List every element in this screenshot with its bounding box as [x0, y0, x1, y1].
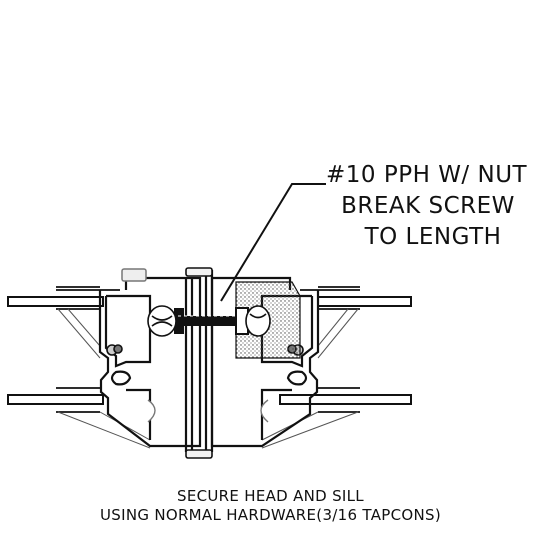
left-frame-rails — [56, 286, 120, 413]
lower-setting-blocks — [147, 399, 269, 423]
left-mullion-profile — [98, 276, 202, 452]
callout-leader-line — [220, 183, 326, 302]
caption-line-2: USING NORMAL HARDWARE(3/16 TAPCONS) — [100, 506, 441, 524]
callout-line-1: #10 PPH W/ NUT — [326, 162, 528, 188]
right-upper-glass — [317, 296, 412, 307]
left-upper-glass — [7, 296, 104, 307]
anchor-screw — [174, 308, 240, 334]
caption-line-1: SECURE HEAD AND SILL — [177, 487, 364, 505]
drawing-caption: SECURE HEAD AND SILL USING NORMAL HARDWA… — [0, 487, 541, 525]
left-glazing-clip — [121, 268, 147, 282]
mullion-center-caps — [185, 267, 213, 459]
round-setting-blocks — [147, 305, 271, 337]
left-gaskets — [106, 344, 123, 356]
callout-line-3: TO LENGTH — [364, 224, 502, 250]
right-glazing-wedges — [261, 308, 359, 449]
right-frame-rails — [300, 286, 360, 413]
right-lower-glass — [279, 394, 412, 405]
left-glazing-wedges — [57, 308, 151, 449]
callout-line-2: BREAK SCREW — [341, 193, 515, 219]
screw-callout-note: #10 PPH W/ NUT BREAK SCREW TO LENGTH — [318, 160, 538, 253]
left-lower-glass — [7, 394, 104, 405]
